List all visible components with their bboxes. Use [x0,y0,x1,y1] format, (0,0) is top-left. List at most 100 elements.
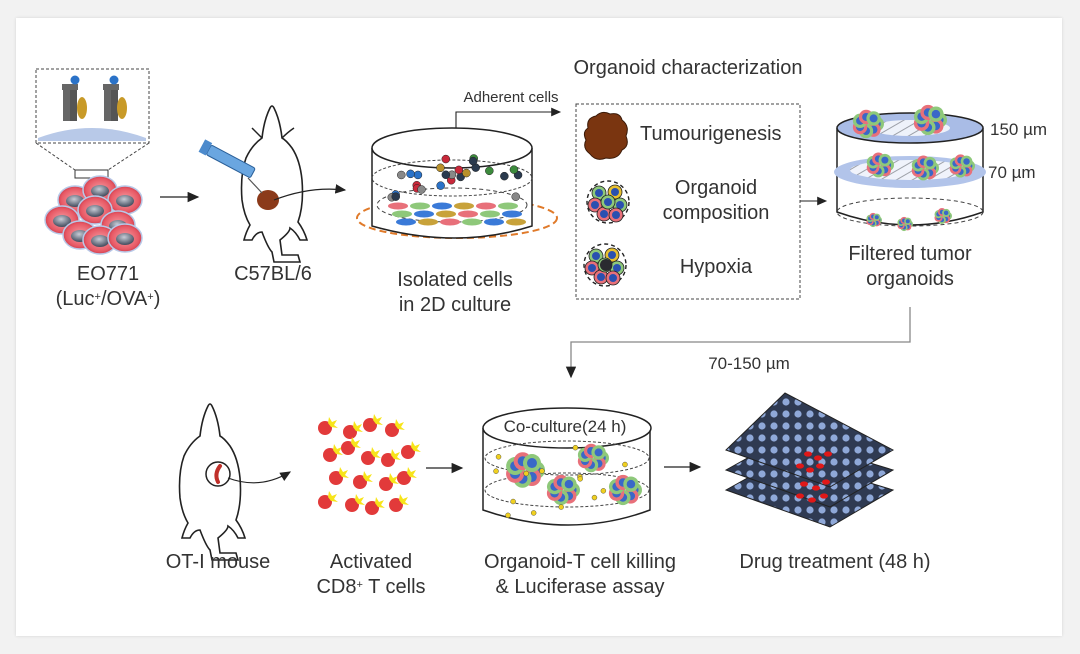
nucleus [116,233,134,245]
t-cell [343,425,357,439]
t-cell [572,444,579,451]
floating-cell [397,170,406,180]
treated-well [796,463,804,469]
activation-burst [391,449,401,460]
t-cell [539,468,545,474]
treated-well [820,493,828,499]
floating-cell [441,154,451,164]
organoid-nucleus [943,210,949,216]
organoid-nucleus [592,252,600,260]
organoid-nucleus [612,211,620,219]
cell-surface-inset [35,68,150,179]
filter-70-label: 70 µm [988,163,1036,182]
t-cell [341,441,355,455]
adherent-cell [458,210,478,218]
t-cell [530,510,537,516]
floating-cell [391,192,401,201]
organoid-nucleus [905,219,910,224]
t-cells-group [318,414,421,515]
treated-well [800,481,808,487]
t-cell [600,488,607,494]
t-cell [523,470,529,477]
t-cell [379,477,393,491]
organoid-boundary [583,243,627,287]
filter-cylinder [834,104,986,232]
treated-well [806,467,814,473]
treated-well [804,451,812,457]
drug-plate-stack [724,392,895,528]
floating-cell [436,163,445,173]
organoid-cluster-icon [586,180,630,224]
arrow-2 [273,184,347,201]
t-cell [505,512,511,519]
treated-well [796,493,804,499]
floating-cell [454,165,464,175]
adherent-cell [388,202,408,210]
diagram-title: Organoid characterization [573,57,803,79]
ot1-mouse-icon [178,403,246,561]
t-cell [318,495,332,509]
killing-assay-label: Organoid-T cell killing & Luciferase ass… [484,551,676,598]
t-cell [323,448,337,462]
t-cell [558,504,564,510]
eo771-cell-cluster [44,175,143,255]
t-cell [345,498,359,512]
c57bl6-mouse-icon [240,105,309,263]
floating-cell [462,168,471,178]
nucleus [91,235,109,247]
t-cell [591,494,598,501]
nucleus [91,185,109,197]
activation-burst [353,421,363,432]
activation-burst [355,494,365,505]
adherent-cell [502,210,522,218]
t-cell [510,498,516,505]
t-cell [318,421,332,435]
filtered-organoids-label: Filtered tumor organoids [848,243,972,290]
activation-burst [373,414,383,425]
arrow-adherent [455,107,562,128]
floating-cell [509,165,519,174]
drug-treatment-label: Drug treatment (48 h) [739,551,931,573]
t-cell [401,445,415,459]
organoid-nucleus [526,458,537,469]
size-range-label: 70-150 µm [708,354,790,373]
floating-cell [417,185,426,194]
nucleus [116,195,134,207]
receptor-icon [103,75,127,121]
treated-well [824,451,832,457]
adherent-cell [506,218,526,226]
adherent-cell [484,218,504,226]
hypoxic-core [600,259,612,271]
activation-burst [411,441,421,452]
organoid-nucleus [611,188,619,196]
organoid-nucleus [608,251,616,259]
activation-burst [328,491,338,502]
c57bl6-label: C57BL/6 [234,263,312,285]
arrow-4 [227,471,292,484]
organoid-composition-label: Organoid composition [662,177,770,224]
t-cell [385,423,399,437]
coculture-label: Co-culture(24 h) [503,417,627,436]
activation-burst [363,471,373,482]
activation-burst [351,437,361,448]
activation-burst [339,467,349,478]
ot1-mouse-label: OT-I mouse [165,551,271,573]
t-cells-label: Activated CD8+ T cells [316,551,426,598]
organoid-boundary [586,180,630,224]
activation-burst [333,444,343,455]
treated-well [822,479,830,485]
organoid-nucleus [869,114,878,123]
floating-cell [413,170,423,180]
adherent-cell [498,202,518,210]
isolated-cells-label: Isolated cells in 2D culture [397,269,513,316]
organoid-nucleus [600,210,608,218]
adherent-cell [440,218,460,226]
adherent-cell [418,218,438,226]
t-cell [577,476,583,482]
culture-dish-2d [356,127,558,239]
treated-well [812,485,820,491]
adherent-cell [414,210,434,218]
organoid-nucleus [626,479,636,489]
adherent-cell [476,202,496,210]
